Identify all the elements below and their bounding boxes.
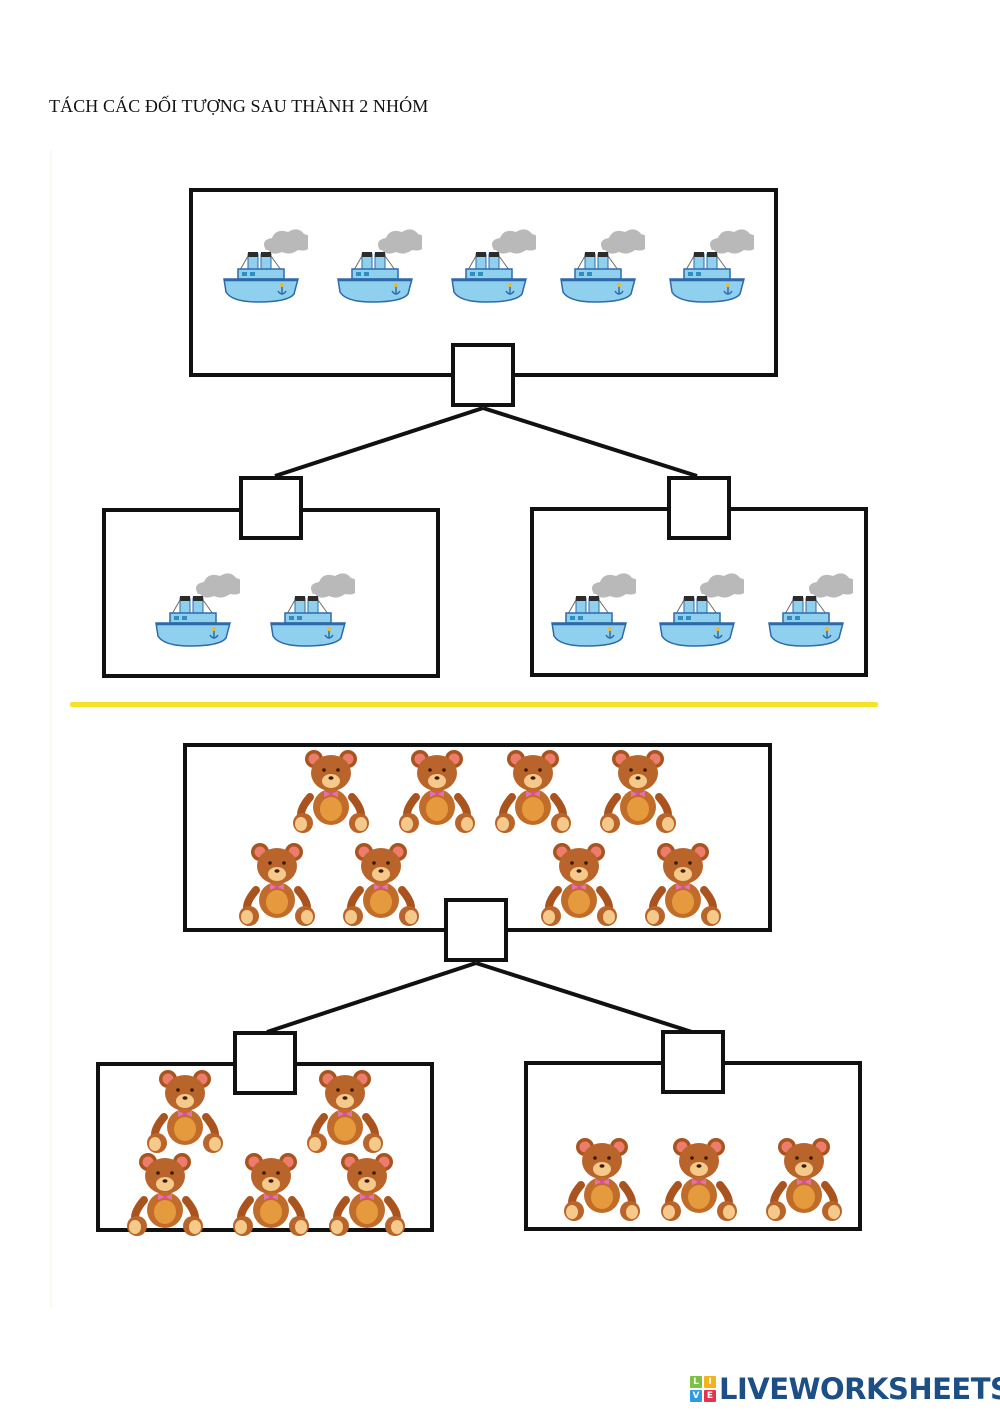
teddy-bear-icon: [232, 838, 322, 928]
boat-icon: [664, 222, 759, 312]
connector-boats-left: [274, 406, 484, 478]
boat-icon: [546, 566, 641, 656]
boat-icon: [332, 222, 427, 312]
logo-tiles-icon: L I V E: [690, 1376, 716, 1402]
page-edge: [50, 150, 52, 1310]
teddy-bear-icon: [286, 745, 376, 835]
connector-bears-left: [266, 961, 477, 1034]
teddy-bear-icon: [120, 1148, 210, 1238]
teddy-bear-icon: [140, 1065, 230, 1155]
boats-left-answer-box[interactable]: [239, 476, 303, 540]
boat-icon: [654, 566, 749, 656]
logo-tile: I: [704, 1376, 716, 1388]
boats-right-answer-box[interactable]: [667, 476, 731, 540]
boat-icon: [555, 222, 650, 312]
connector-boats-right: [482, 406, 698, 478]
bears-right-answer-box[interactable]: [661, 1030, 725, 1094]
teddy-bear-icon: [226, 1148, 316, 1238]
teddy-bear-icon: [557, 1133, 647, 1223]
teddy-bear-icon: [534, 838, 624, 928]
teddy-bear-icon: [759, 1133, 849, 1223]
logo-tile: L: [690, 1376, 702, 1388]
teddy-bear-icon: [322, 1148, 412, 1238]
teddy-bear-icon: [300, 1065, 390, 1155]
boat-icon: [265, 566, 360, 656]
bears-total-answer-box[interactable]: [444, 898, 508, 962]
liveworksheets-logo[interactable]: L I V E LIVEWORKSHEETS: [690, 1372, 1000, 1406]
teddy-bear-icon: [654, 1133, 744, 1223]
logo-text: LIVEWORKSHEETS: [719, 1372, 1000, 1406]
teddy-bear-icon: [488, 745, 578, 835]
boats-total-answer-box[interactable]: [451, 343, 515, 407]
teddy-bear-icon: [593, 745, 683, 835]
boat-icon: [763, 566, 858, 656]
boat-icon: [218, 222, 313, 312]
logo-tile: E: [704, 1390, 716, 1402]
boat-icon: [150, 566, 245, 656]
bears-left-answer-box[interactable]: [233, 1031, 297, 1095]
teddy-bear-icon: [638, 838, 728, 928]
boat-icon: [446, 222, 541, 312]
worksheet-title: TÁCH CÁC ĐỐI TƯỢNG SAU THÀNH 2 NHÓM: [49, 96, 429, 116]
logo-tile: V: [690, 1390, 702, 1402]
connector-bears-right: [475, 961, 693, 1034]
teddy-bear-icon: [392, 745, 482, 835]
section-divider: [70, 702, 878, 707]
teddy-bear-icon: [336, 838, 426, 928]
